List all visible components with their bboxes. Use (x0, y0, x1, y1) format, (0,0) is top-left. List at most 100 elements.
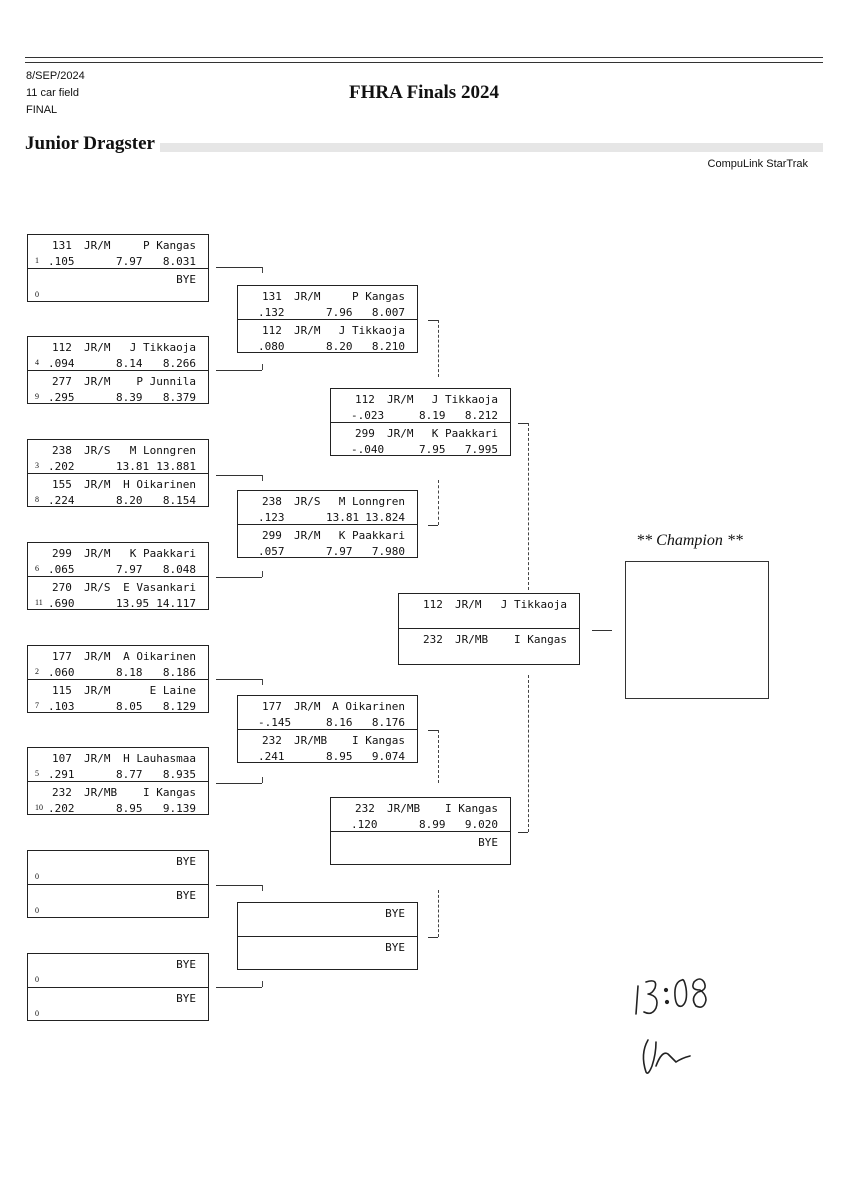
reaction-time: -.040 (351, 443, 385, 456)
bracket-connector (216, 679, 262, 680)
bracket-dashed-line (438, 730, 439, 783)
car-class: JR/M (84, 684, 111, 697)
car-number: 155 (52, 478, 72, 491)
racer-name: BYE (176, 273, 196, 286)
car-class: JR/M (294, 529, 321, 542)
category-title: Junior Dragster (25, 133, 158, 155)
bracket-dashed-line (528, 675, 529, 832)
reaction-time: .060 (48, 666, 75, 679)
racer-name: I Kangas (514, 633, 567, 646)
car-class: JR/M (84, 547, 111, 560)
racer-name: K Paakkari (129, 547, 196, 560)
bracket-dashed-line (262, 679, 263, 685)
car-class: JR/M (294, 324, 321, 337)
seed-number: 0 (35, 1009, 39, 1018)
car-class: JR/M (84, 752, 111, 765)
racer-name: A Oikarinen (123, 650, 196, 663)
racer-name: BYE (385, 907, 405, 920)
seed-number: 5 (35, 769, 39, 778)
seed-number: 3 (35, 461, 39, 470)
champion-box (625, 561, 769, 699)
dial-in: 14.117 (156, 597, 196, 610)
car-number: 115 (52, 684, 72, 697)
reaction-time: .103 (48, 700, 75, 713)
racer-name: A Oikarinen (332, 700, 405, 713)
racer-name: BYE (176, 855, 196, 868)
racer-name: P Kangas (352, 290, 405, 303)
car-class: JR/MB (455, 633, 489, 646)
reaction-time: .132 (258, 306, 285, 319)
seed-number: 4 (35, 358, 39, 367)
dial-in: 8.379 (162, 391, 196, 404)
bracket-dashed-line (438, 480, 439, 525)
car-class: JR/M (84, 650, 111, 663)
dial-in: 9.020 (464, 818, 498, 831)
car-class: JR/M (84, 375, 111, 388)
racer-name: J Tikkaoja (129, 341, 196, 354)
handwritten-time-and-initials (635, 978, 707, 1074)
dial-in: 7.980 (371, 545, 405, 558)
elapsed-time: 8.20 (326, 340, 353, 353)
seed-number: 11 (35, 598, 43, 607)
racer-name: BYE (176, 992, 196, 1005)
bracket-connector (518, 832, 528, 833)
bracket-dashed-line (262, 571, 263, 577)
racer-name: BYE (385, 941, 405, 954)
car-class: JR/M (294, 290, 321, 303)
elapsed-time: 8.95 (116, 802, 143, 815)
car-class: JR/M (387, 393, 414, 406)
champion-label: ** Champion ** (636, 532, 743, 549)
elapsed-time: 8.95 (326, 750, 353, 763)
car-number: 299 (52, 547, 72, 560)
round-label: FINAL (26, 104, 58, 116)
car-number: 177 (262, 700, 282, 713)
dial-in: 8.031 (162, 255, 196, 268)
car-number: 299 (262, 529, 282, 542)
car-class: JR/M (84, 341, 111, 354)
reaction-time: .065 (48, 563, 75, 576)
elapsed-time: 8.39 (116, 391, 143, 404)
dial-in: 8.007 (371, 306, 405, 319)
reaction-time: .202 (48, 802, 75, 815)
bracket-connector (428, 525, 438, 526)
racer-name: BYE (176, 889, 196, 902)
car-class: JR/M (84, 478, 111, 491)
race-date: 8/SEP/2024 (26, 70, 85, 82)
car-number: 238 (262, 495, 282, 508)
dial-in: 9.139 (162, 802, 196, 815)
reaction-time: .057 (258, 545, 285, 558)
elapsed-time: 8.99 (419, 818, 446, 831)
racer-name: J Tikkaoja (431, 393, 498, 406)
car-number: 131 (262, 290, 282, 303)
dial-in: 8.154 (162, 494, 196, 507)
bracket-connector (216, 577, 262, 578)
reaction-time: .123 (258, 511, 285, 524)
racer-cell: BYE (238, 903, 417, 936)
bracket-connector (216, 370, 262, 371)
reaction-time: .094 (48, 357, 75, 370)
car-number: 232 (52, 786, 72, 799)
car-class: JR/M (84, 239, 111, 252)
reaction-time: .241 (258, 750, 285, 763)
racer-cell: 0 BYE (28, 987, 208, 1021)
car-number: 232 (262, 734, 282, 747)
bracket-connector (216, 885, 262, 886)
